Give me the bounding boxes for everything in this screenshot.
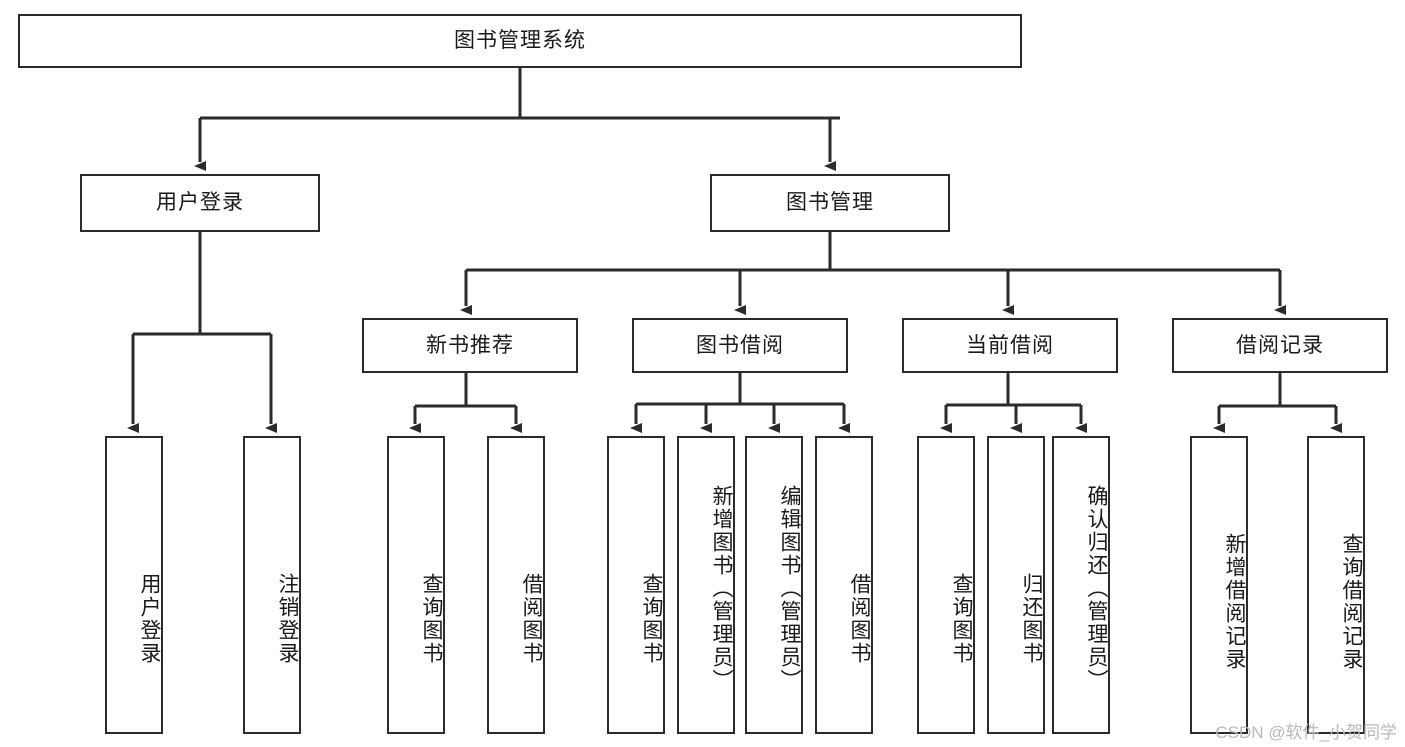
node-leaf-user-login[interactable]: 用户登录: [105, 436, 163, 734]
node-leaf-edit-book[interactable]: 编辑图书（管理员）: [745, 436, 803, 734]
node-root[interactable]: 图书管理系统: [18, 14, 1022, 68]
node-book-manage[interactable]: 图书管理: [710, 174, 950, 232]
node-book-borrow[interactable]: 图书借阅: [632, 318, 848, 373]
node-current-borrow[interactable]: 当前借阅: [902, 318, 1118, 373]
node-leaf-add-record[interactable]: 新增借阅记录: [1190, 436, 1248, 734]
node-borrow-record-label: 借阅记录: [1236, 333, 1324, 357]
node-leaf-borrow-book-2-label: 借阅图书: [848, 573, 871, 665]
node-leaf-logout-label: 注销登录: [276, 573, 299, 665]
node-book-borrow-label: 图书借阅: [696, 333, 784, 357]
node-leaf-add-book-label: 新增图书（管理员）: [710, 484, 733, 692]
node-leaf-add-record-label: 新增借阅记录: [1223, 533, 1246, 671]
node-leaf-query-book-1-label: 查询图书: [420, 573, 443, 665]
node-leaf-confirm-return-label: 确认归还（管理员）: [1085, 484, 1108, 692]
node-leaf-borrow-book-2[interactable]: 借阅图书: [815, 436, 873, 734]
node-leaf-edit-book-label: 编辑图书（管理员）: [778, 484, 801, 692]
node-leaf-return-book-label: 归还图书: [1020, 573, 1043, 665]
node-leaf-query-record[interactable]: 查询借阅记录: [1307, 436, 1365, 734]
node-leaf-query-book-2[interactable]: 查询图书: [607, 436, 665, 734]
node-current-borrow-label: 当前借阅: [966, 333, 1054, 357]
node-leaf-borrow-book-1-label: 借阅图书: [520, 573, 543, 665]
node-leaf-query-book-3[interactable]: 查询图书: [917, 436, 975, 734]
node-root-label: 图书管理系统: [454, 29, 586, 53]
node-book-manage-label: 图书管理: [786, 191, 874, 215]
node-leaf-return-book[interactable]: 归还图书: [987, 436, 1045, 734]
node-leaf-query-book-1[interactable]: 查询图书: [387, 436, 445, 734]
node-leaf-logout[interactable]: 注销登录: [243, 436, 301, 734]
node-borrow-record[interactable]: 借阅记录: [1172, 318, 1388, 373]
csdn-watermark: CSDN @软件_小贺同学: [1215, 723, 1397, 742]
node-new-book-recommend[interactable]: 新书推荐: [362, 318, 578, 373]
node-leaf-add-book[interactable]: 新增图书（管理员）: [677, 436, 735, 734]
node-leaf-borrow-book-1[interactable]: 借阅图书: [487, 436, 545, 734]
node-user-login-label: 用户登录: [156, 191, 244, 215]
node-leaf-query-book-3-label: 查询图书: [950, 573, 973, 665]
node-leaf-user-login-label: 用户登录: [138, 573, 161, 665]
node-leaf-query-book-2-label: 查询图书: [640, 573, 663, 665]
node-user-login[interactable]: 用户登录: [80, 174, 320, 232]
node-leaf-confirm-return[interactable]: 确认归还（管理员）: [1052, 436, 1110, 734]
node-new-book-recommend-label: 新书推荐: [426, 333, 514, 357]
node-leaf-query-record-label: 查询借阅记录: [1340, 533, 1363, 671]
